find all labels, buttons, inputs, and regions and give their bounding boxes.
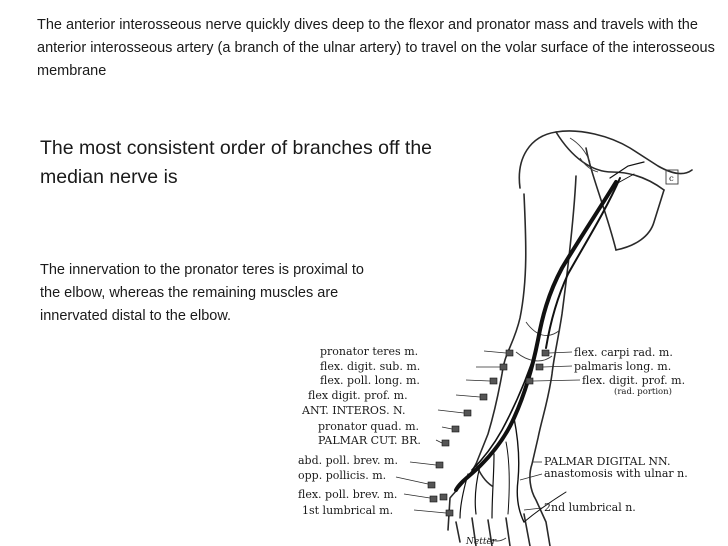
label-palmar-cut: PALMAR CUT. BR. [318,434,421,447]
label-opp-pollicis: opp. pollicis. m. [298,469,386,482]
right-labels: flex. carpi rad. m. palmaris long. m. fl… [544,346,688,514]
label-flex-digit-prof: flex digit. prof. m. [308,389,408,402]
label-pronator-teres: pronator teres m. [320,345,418,358]
label-palmar-digital: PALMAR DIGITAL NN. [544,455,670,468]
label-abd-poll-brev: abd. poll. brev. m. [298,454,398,467]
label-flex-carpi-rad: flex. carpi rad. m. [574,346,673,359]
label-pronator-quad: pronator quad. m. [318,420,419,433]
label-flex-poll-brev: flex. poll. brev. m. [298,488,397,501]
label-flex-poll-long: flex. poll. long. m. [320,374,420,387]
left-leader-lines [395,350,507,514]
arm-drawing: c [298,130,693,546]
right-leader-lines [519,351,581,511]
label-rad-portion: (rad. portion) [614,386,672,397]
section-subheading: The most consistent order of branches of… [40,137,433,188]
median-nerve-illustration: c [280,118,728,546]
median-nerve [454,161,645,523]
left-labels: pronator teres m. flex. digit. sub. m. f… [298,345,421,517]
label-flex-digit-sub: flex. digit. sub. m. [320,360,420,373]
label-palmaris-long: palmaris long. m. [574,360,671,373]
label-flex-digit-prof-right: flex. digit. prof. m. [582,374,685,387]
label-1st-lumbrical: 1st lumbrical m. [302,504,393,517]
label-anastomosis: anastomosis with ulnar n. [544,467,688,480]
box-letter: c [669,174,674,184]
label-2nd-lumbrical: 2nd lumbrical n. [544,501,636,514]
artist-signature: Netter [465,537,497,546]
innervation-paragraph: The innervation to the pronator teres is… [40,262,364,324]
label-box [665,169,679,185]
label-ant-interos: ANT. INTEROS. N. [301,404,405,417]
shoulder-outline: c [518,130,693,251]
arm-outline [447,175,577,546]
intro-paragraph: The anterior interosseous nerve quickly … [37,17,715,79]
